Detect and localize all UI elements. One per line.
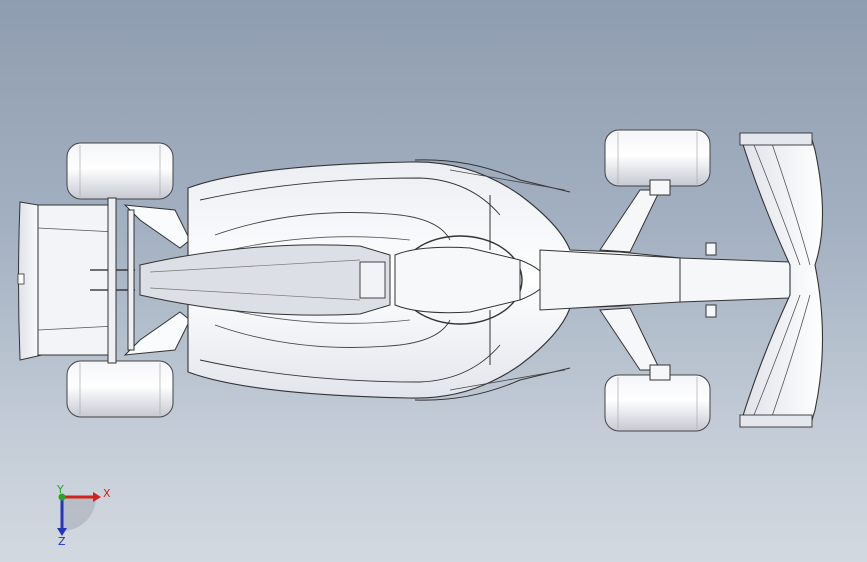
cockpit-halo <box>394 195 546 365</box>
front-wing <box>739 132 824 428</box>
rear-left-tire <box>66 142 174 200</box>
front-left-tire <box>604 129 711 187</box>
front-right-tire <box>604 374 711 432</box>
rear-suspension <box>107 197 191 364</box>
rear-right-tire <box>66 360 174 418</box>
rear-wing <box>17 201 135 361</box>
